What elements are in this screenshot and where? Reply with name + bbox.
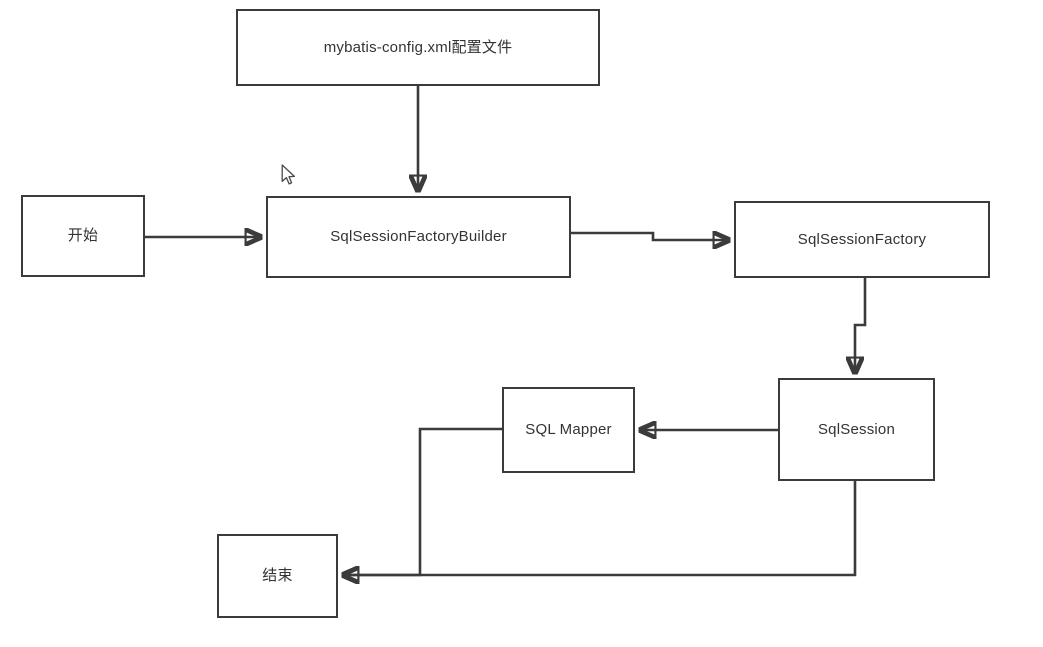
node-config[interactable]: mybatis-config.xml配置文件 <box>236 9 600 86</box>
node-config-label: mybatis-config.xml配置文件 <box>323 38 513 56</box>
edge-builder-to-factory <box>571 233 729 240</box>
node-start[interactable]: 开始 <box>21 195 145 277</box>
node-sql-mapper-label: SQL Mapper <box>525 421 612 438</box>
node-sql-mapper[interactable]: SQL Mapper <box>502 387 635 473</box>
edge-factory-to-session <box>855 278 867 373</box>
edge-session-to-end <box>343 481 857 575</box>
mouse-cursor-icon <box>281 164 296 185</box>
node-sqlsessionfactory-label: SqlSessionFactory <box>797 230 927 248</box>
node-sqlsessionfactorybuilder[interactable]: SqlSessionFactoryBuilder <box>266 196 571 278</box>
edge-mapper-to-end <box>343 427 502 575</box>
node-sqlsessionfactorybuilder-label: SqlSessionFactoryBuilder <box>330 228 507 245</box>
node-end[interactable]: 结束 <box>217 534 338 618</box>
node-sqlsession[interactable]: SqlSession <box>778 378 935 481</box>
node-start-label: 开始 <box>67 227 99 244</box>
node-end-label: 结束 <box>262 567 293 584</box>
node-sqlsessionfactory[interactable]: SqlSessionFactory <box>734 201 990 278</box>
node-sqlsession-label: SqlSession <box>817 420 896 438</box>
